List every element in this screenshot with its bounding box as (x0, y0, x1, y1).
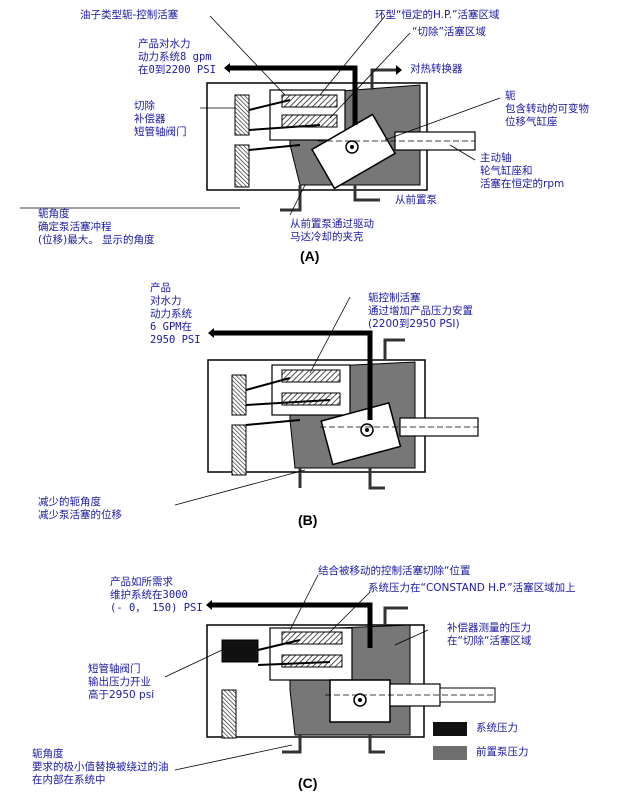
label-product-flow-b: 产品 对水力 动力系统 6 GPM在 2950 PSI (150, 282, 201, 346)
legend-swatch-pump (433, 746, 467, 760)
label-yoke-angle: 轭角度 确定泵活塞冲程 (位移)最大。 显示的角度 (38, 208, 155, 246)
caption-a: (A) (300, 248, 320, 264)
spring-a (234, 144, 250, 188)
label-ring-hp: 环型“恒定的H.P.”活塞区域 (375, 9, 500, 21)
caption-c: (C) (298, 775, 318, 791)
label-spool-valve: 短管轴阀门 输出压力开业 高于2950 psi (88, 663, 155, 701)
legend-label-system: 系统压力 (476, 722, 518, 734)
label-yoke-control: 轭控制活塞 通过增加产品压力安置 (2200到2950 PSI) (368, 292, 473, 330)
label-reduced-angle: 减少的轭角度 减少泵活塞的位移 (38, 496, 122, 521)
spool-valve-a (234, 94, 250, 136)
legend-label-pump: 前置泵压力 (476, 746, 529, 758)
label-heat-exchanger: 对热转换器 (410, 63, 463, 75)
diagram-a (20, 15, 501, 216)
spool-valve-c (221, 639, 259, 663)
label-motor-cooling: 从前置泵通过驱动 马达冷却的夹克 (290, 218, 374, 243)
system-line-a (228, 65, 358, 125)
label-product-flow-a: 产品对水力 动力系统8 gpm 在0到2200 PSI (138, 38, 216, 76)
label-compensator: 切除 补偿器 短管轴阀门 (134, 100, 187, 138)
caption-b: (B) (298, 512, 318, 528)
label-piston-type: 油子类型轭-控制活塞 (80, 9, 179, 21)
label-yoke-angle-min: 轭角度 要求的极小值替换被绕过的油 在内部在系统中 (32, 748, 169, 786)
label-yoke: 轭 包含转动的可变物 位移气缸座 (505, 90, 589, 128)
label-from-front-pump: 从前置泵 (395, 194, 437, 206)
label-combined-cutoff: 结合被移动的控制活塞切除“位置 (318, 565, 471, 577)
diagram-b (174, 296, 479, 506)
piston-ring-a (281, 94, 338, 108)
diagram-c (164, 574, 496, 771)
label-compensator-measured: 补偿器测量的压力 在“切除“活塞区域 (447, 622, 532, 647)
label-product-demand: 产品如所需求 维护系统在3000 (- 0， 150) PSI (110, 576, 203, 614)
yoke-b (320, 401, 402, 466)
label-cutoff-area: “切除”活塞区域 (412, 26, 486, 38)
piston-cutoff-a (281, 114, 338, 128)
label-system-pressure-hp: 系统压力在“CONSTAND H.P.”活塞区域加上 (368, 582, 576, 594)
label-main-shaft: 主动轴 轮气缸座和 活塞在恒定的rpm (480, 152, 565, 190)
legend-swatch-system (433, 722, 467, 736)
